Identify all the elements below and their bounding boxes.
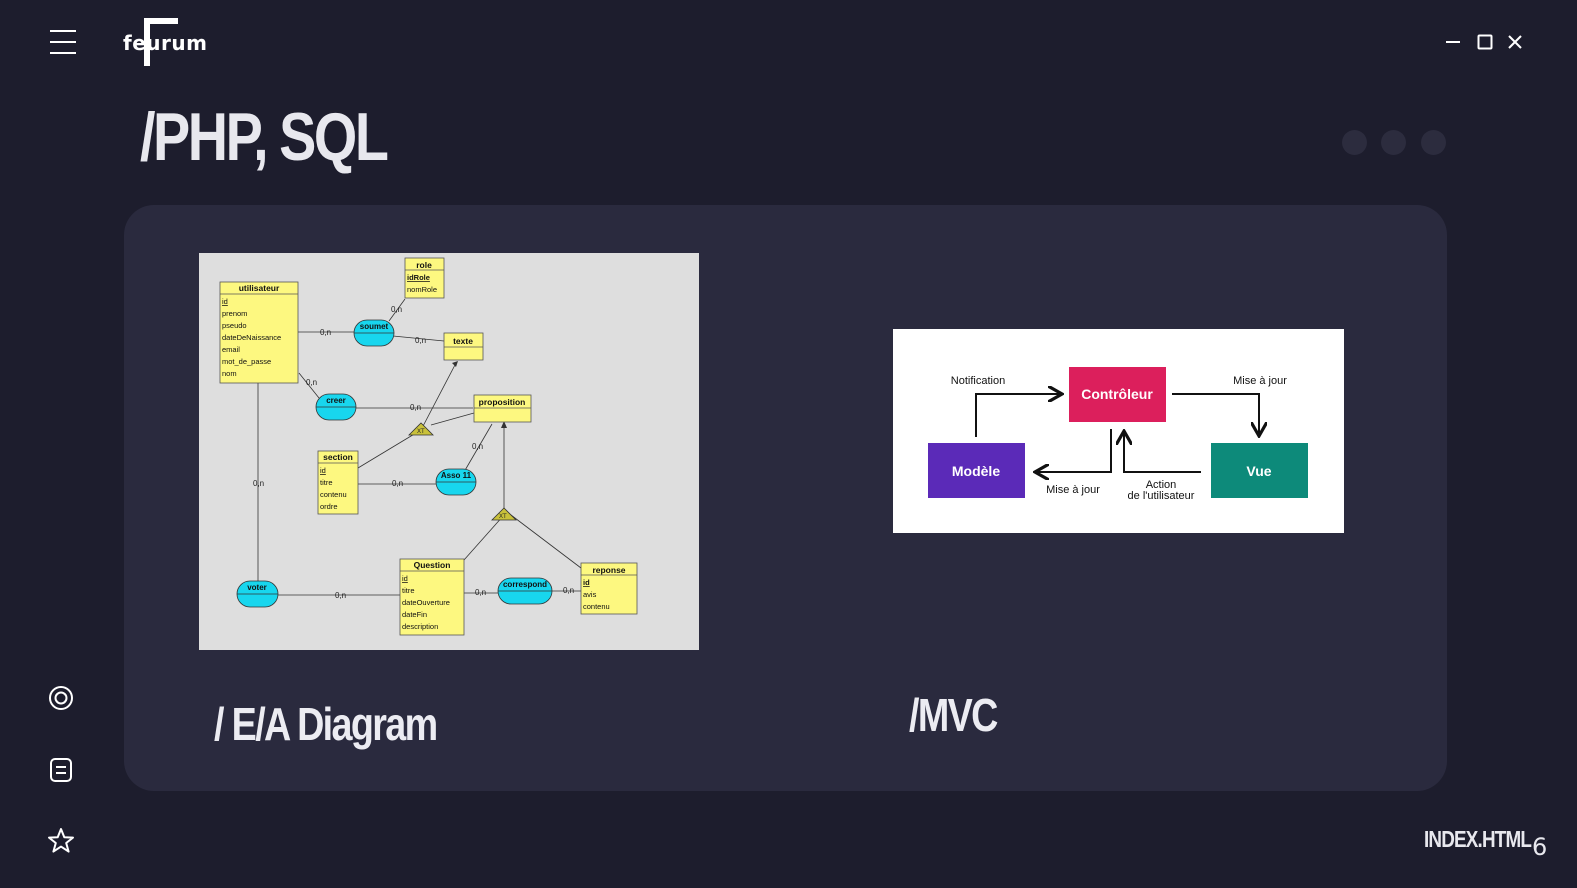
app-logo: feurum: [122, 16, 212, 68]
card-label: 0,n: [306, 378, 317, 387]
field: ordre: [320, 502, 338, 511]
mvc-action: Action: [1146, 479, 1177, 491]
page-title: /PHP, SQL: [140, 99, 389, 175]
assoc-correspond: correspond: [503, 580, 547, 589]
entity-texte: texte: [453, 336, 473, 346]
field: email: [222, 345, 240, 354]
footer-page-number: 6: [1532, 833, 1548, 861]
maximize-icon[interactable]: [1476, 33, 1494, 51]
mvc-update-left: Mise à jour: [1046, 484, 1100, 496]
mvc-controller-label: Contrôleur: [1081, 386, 1153, 402]
field: id: [402, 574, 408, 583]
assoc-voter: voter: [247, 583, 267, 592]
field: id: [222, 297, 228, 306]
entity-proposition: proposition: [479, 397, 526, 407]
field: contenu: [320, 490, 347, 499]
card-label: 0,n: [472, 442, 483, 451]
assoc-asso11: Asso 11: [441, 471, 472, 480]
mvc-model-label: Modèle: [952, 463, 1000, 479]
field: mot_de_passe: [222, 357, 271, 366]
field: avis: [583, 590, 597, 599]
mvc-notification: Notification: [951, 375, 1005, 387]
field: contenu: [583, 602, 610, 611]
er-diagram-image: 0,n 0,n 0,n 0,n 0,n 0,n 0,n 0,n 0,n 0,n …: [199, 253, 699, 650]
field: nomRole: [407, 285, 437, 294]
card-label: 0,n: [253, 479, 264, 488]
field: titre: [320, 478, 333, 487]
card-label: 0,n: [563, 586, 574, 595]
field: dateFin: [402, 610, 427, 619]
field: pseudo: [222, 321, 247, 330]
menu-icon[interactable]: [50, 30, 76, 56]
star-icon[interactable]: [47, 827, 75, 855]
circle-target-icon[interactable]: [47, 684, 75, 712]
mvc-controller-box: [1069, 367, 1166, 422]
entity-reponse: reponse: [592, 565, 625, 575]
assoc-soumet: soumet: [360, 322, 389, 331]
card-label: 0,n: [410, 403, 421, 412]
field: id: [583, 578, 590, 587]
inheritance-label: XT: [417, 429, 425, 435]
field: dateOuverture: [402, 598, 450, 607]
entity-role: role: [416, 260, 432, 270]
field: description: [402, 622, 438, 631]
mvc-action-user: de l'utilisateur: [1128, 490, 1195, 502]
entity-section: section: [323, 452, 353, 462]
card-label: 0,n: [320, 328, 331, 337]
field: dateDeNaissance: [222, 333, 281, 342]
field: nom: [222, 369, 237, 378]
er-diagram-caption: / E/A Diagram: [214, 698, 438, 750]
card-label: 0,n: [391, 305, 402, 314]
slide-dot-3[interactable]: [1421, 130, 1446, 155]
card-label: 0,n: [475, 588, 486, 597]
card-label: 0,n: [392, 479, 403, 488]
mvc-view-box: [1211, 443, 1308, 498]
minimize-icon[interactable]: [1444, 33, 1462, 51]
mvc-model-box: [928, 443, 1025, 498]
mvc-view-label: Vue: [1246, 463, 1271, 479]
assoc-creer: creer: [326, 396, 346, 405]
note-icon[interactable]: [47, 756, 75, 784]
footer-filename: INDEX.HTML: [1424, 826, 1532, 852]
mvc-update-right: Mise à jour: [1233, 375, 1287, 387]
field: prenom: [222, 309, 247, 318]
close-icon[interactable]: [1506, 33, 1524, 51]
field: id: [320, 466, 326, 475]
entity-utilisateur: utilisateur: [239, 283, 280, 293]
slide-dot-2[interactable]: [1381, 130, 1406, 155]
entity-question: Question: [414, 560, 451, 570]
field: idRole: [407, 273, 430, 282]
card-label: 0,n: [335, 591, 346, 600]
mvc-caption: /MVC: [909, 689, 998, 741]
field: titre: [402, 586, 415, 595]
slide-dot-1[interactable]: [1342, 130, 1367, 155]
mvc-diagram-image: Contrôleur Modèle Vue Notification Mise …: [893, 329, 1344, 533]
logo-text: feurum: [123, 31, 208, 55]
inheritance-label: XT: [499, 514, 507, 520]
card-label: 0,n: [415, 336, 426, 345]
